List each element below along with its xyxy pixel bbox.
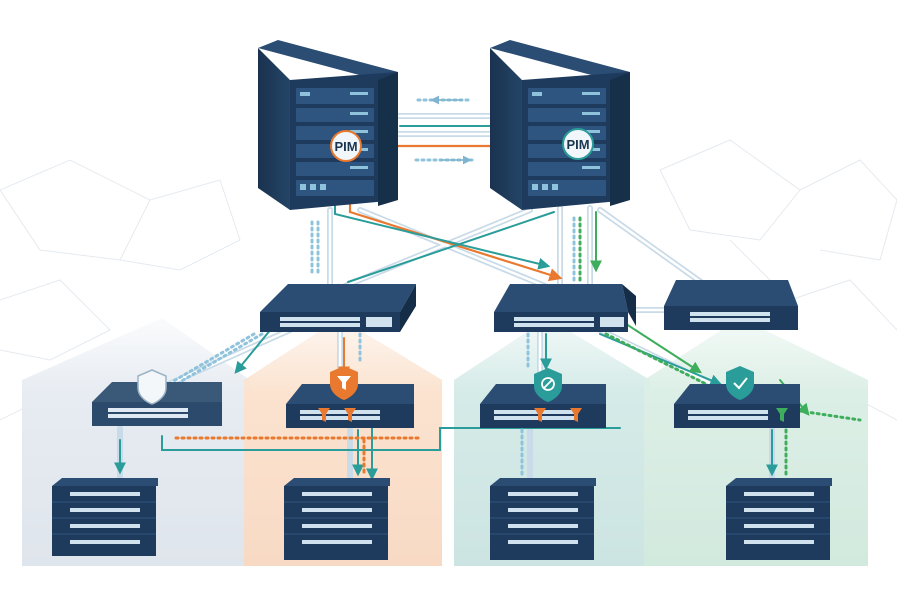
pim-label-right: PIM (566, 137, 589, 152)
distribution-switch-right (664, 280, 798, 330)
core-router-left: PIM (258, 40, 398, 210)
pim-badge-right (562, 128, 594, 160)
server-stack-gray (52, 478, 158, 556)
filter-funnel-icon (318, 408, 788, 422)
distribution-switch-center (494, 284, 636, 332)
access-switch-gray (92, 382, 222, 426)
shield-outline-icon (137, 369, 167, 405)
server-stack-green (726, 478, 832, 560)
blocked-shield-icon (534, 368, 562, 402)
core-router-right: PIM (490, 40, 630, 210)
server-stack-orange (284, 478, 390, 560)
filter-shield-icon (330, 366, 358, 400)
distribution-switch-left (260, 284, 416, 332)
server-stack-teal (490, 478, 596, 560)
pim-label-left: PIM (334, 139, 357, 154)
check-shield-icon (726, 366, 754, 400)
pim-badge-left (330, 130, 362, 162)
background-mesh (0, 139, 897, 441)
cable-links (117, 113, 775, 483)
